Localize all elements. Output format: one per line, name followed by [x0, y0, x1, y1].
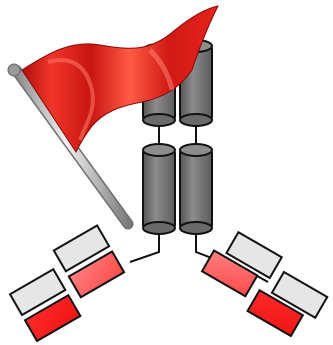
light-chain-left — [10, 225, 124, 340]
light-chain-right — [202, 226, 327, 342]
heavy-chain-lower-right — [180, 144, 212, 234]
heavy-chain-lower-left — [143, 144, 175, 234]
